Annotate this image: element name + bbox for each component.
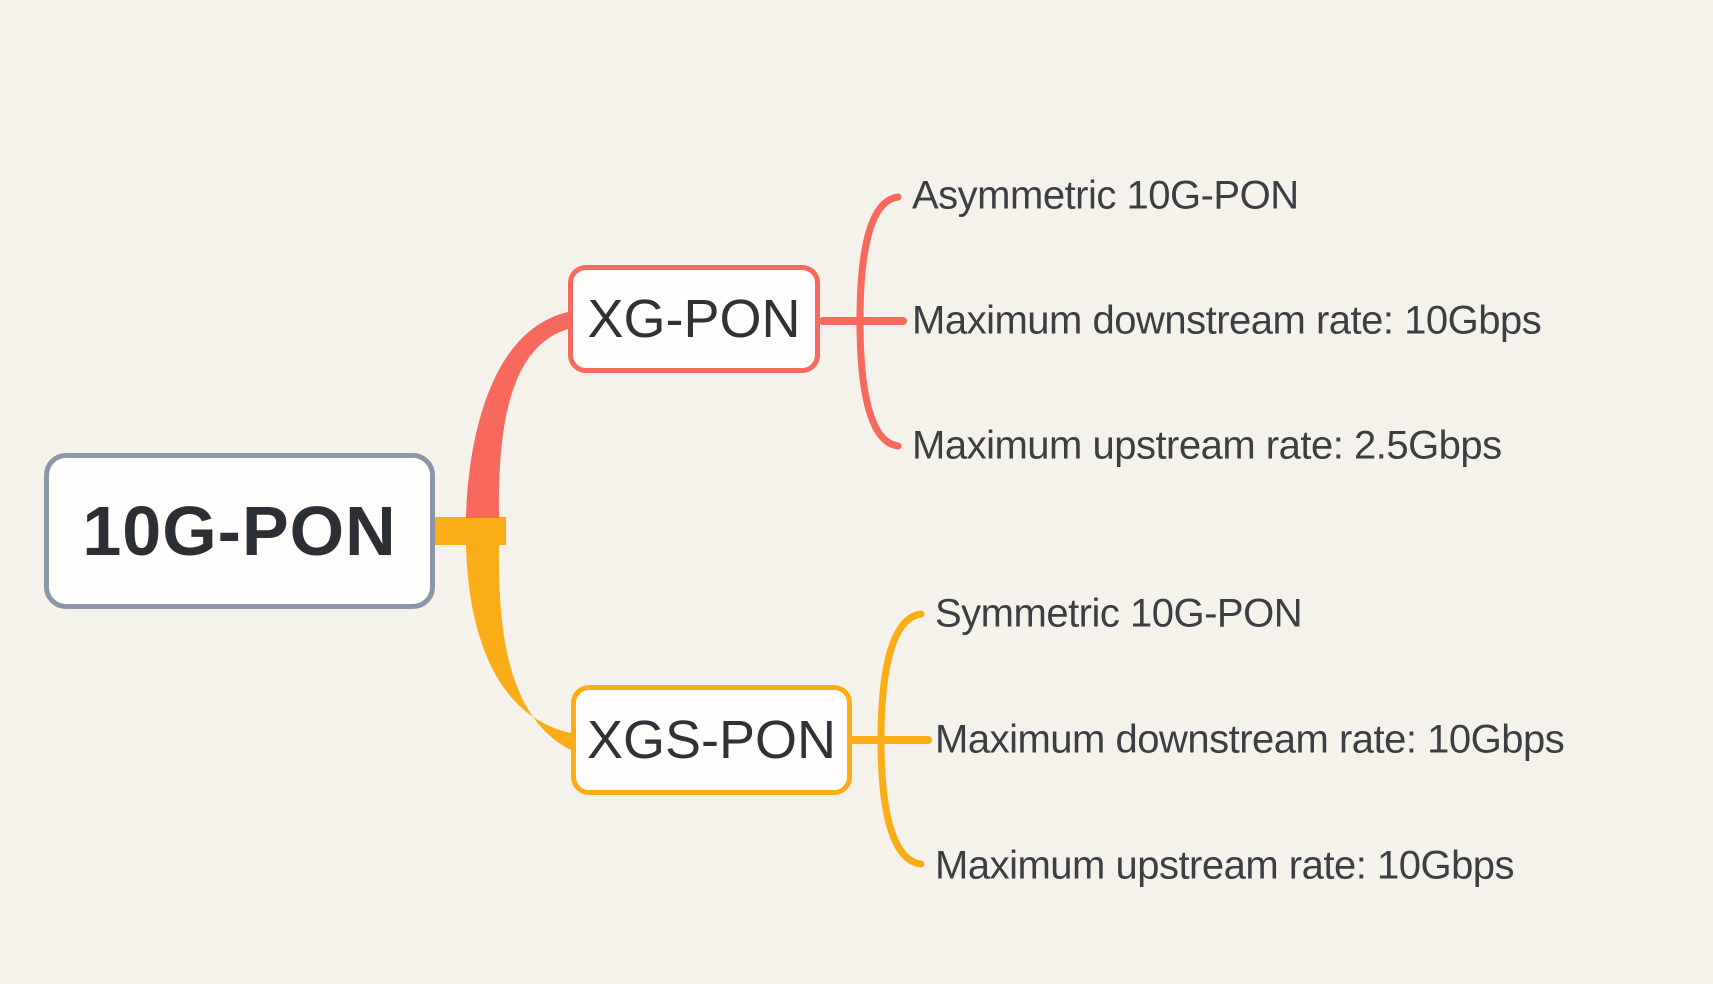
- link-root-to-xgs-pon: [466, 545, 571, 750]
- topic-xg-pon-label: XG-PON: [587, 289, 801, 349]
- root-connector-stub: [433, 517, 506, 545]
- link-root-to-xg-pon: [466, 312, 568, 518]
- topic-root[interactable]: 10G-PON: [44, 453, 435, 609]
- xg-pon-children-brace: [856, 193, 902, 450]
- topic-xgs-pon[interactable]: XGS-PON: [571, 685, 852, 795]
- topic-root-label: 10G-PON: [82, 492, 397, 570]
- subtopic-xgs-max-upstream[interactable]: Maximum upstream rate: 10Gbps: [935, 843, 1515, 888]
- subtopic-xg-max-upstream[interactable]: Maximum upstream rate: 2.5Gbps: [912, 423, 1502, 468]
- subtopic-symmetric-10g-pon[interactable]: Symmetric 10G-PON: [935, 591, 1303, 636]
- subtopic-asymmetric-10g-pon[interactable]: Asymmetric 10G-PON: [912, 173, 1299, 218]
- xgs-pon-children-brace: [877, 610, 925, 868]
- topic-xgs-pon-label: XGS-PON: [586, 710, 837, 770]
- subtopic-xgs-max-downstream[interactable]: Maximum downstream rate: 10Gbps: [935, 717, 1565, 762]
- topic-xg-pon[interactable]: XG-PON: [568, 265, 820, 373]
- subtopic-xg-max-downstream[interactable]: Maximum downstream rate: 10Gbps: [912, 298, 1542, 343]
